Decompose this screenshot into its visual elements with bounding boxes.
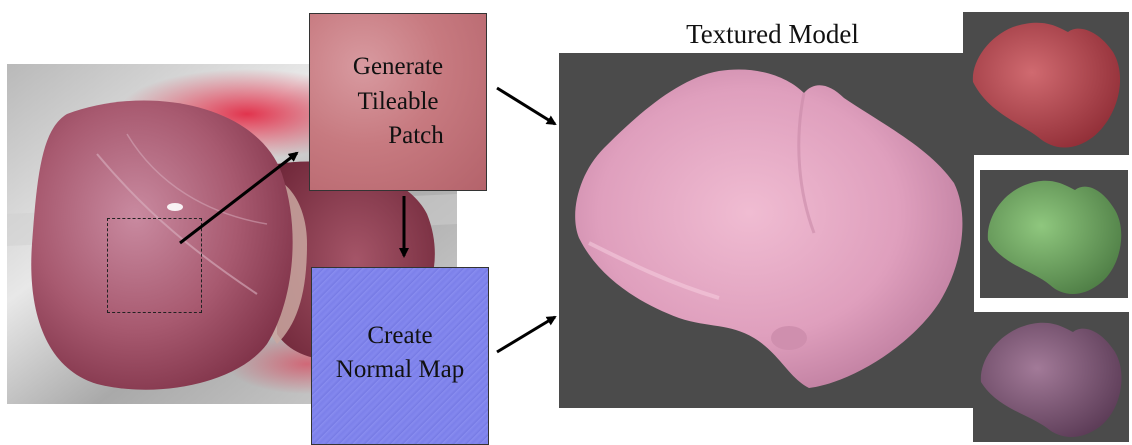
arrow-patch-to-model bbox=[497, 88, 555, 124]
arrow-photo-to-patch bbox=[180, 153, 297, 243]
arrow-normal-to-model bbox=[497, 317, 555, 352]
